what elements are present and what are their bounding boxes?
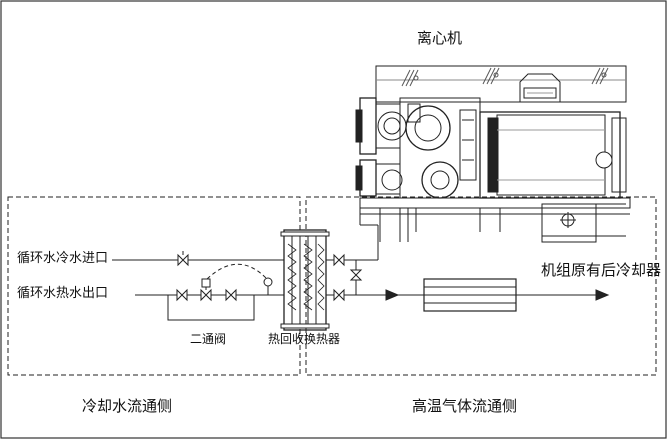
hot-gas-side-label: 高温气体流通侧	[412, 397, 518, 415]
cooling-inlet-label: 循环水冷水进口	[17, 251, 109, 266]
vent-hatch-right	[591, 67, 609, 85]
chiller-label: 离心机	[417, 29, 463, 47]
original-aftercooler	[423, 278, 517, 312]
vent-hatch-left	[401, 69, 419, 87]
hot-gas-side-zone	[305, 196, 657, 376]
control-signal-line	[206, 263, 267, 280]
bypass-valve	[349, 269, 363, 281]
flow-arrow	[385, 289, 400, 301]
gas-valve-upper	[333, 253, 345, 267]
unit-aftercooler-label: 机组原有后冷却器	[541, 261, 662, 279]
centrifugal-chiller	[355, 65, 631, 243]
two-way-control-valve	[200, 278, 212, 302]
two-way-valve-label: 二通阀	[190, 332, 227, 346]
heat-recovery-exchanger-label: 热回收换热器	[268, 332, 341, 346]
outlet-valve-right	[225, 288, 237, 302]
hot-outlet-label: 循环水热水出口	[17, 286, 109, 301]
vent-hatch-middle	[482, 67, 500, 85]
cooling-side-label: 冷却水流通侧	[82, 397, 173, 415]
outlet-valve-left	[176, 288, 188, 302]
heat-recovery-exchanger-body	[280, 229, 330, 331]
temperature-sensor	[263, 277, 273, 295]
outlet-arrow	[595, 289, 610, 301]
two-way-valve-bypass	[167, 295, 255, 321]
gas-valve-lower	[333, 288, 345, 302]
inlet-gate-valve	[177, 251, 189, 267]
